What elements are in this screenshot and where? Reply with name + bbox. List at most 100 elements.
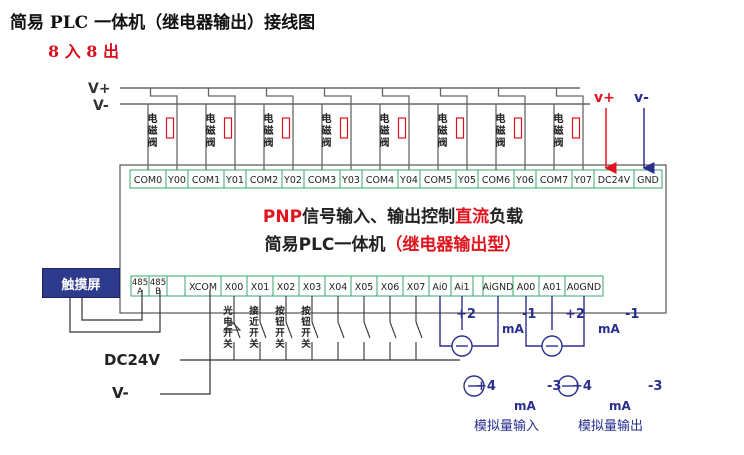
top-terminal-label: COM7 xyxy=(540,175,568,186)
valve-label: 电 xyxy=(438,112,448,125)
panel-heading-2: 简易PLC一体机（继电器输出型） xyxy=(120,230,666,255)
v-plus-label: V+ xyxy=(88,81,111,97)
panel-heading-2b: （继电器输出型） xyxy=(385,235,522,255)
top-terminal-label: COM2 xyxy=(250,175,278,186)
switch-contact-icon xyxy=(285,321,293,339)
bottom-terminal-label: A xyxy=(137,287,143,297)
valve-label: 磁 xyxy=(148,124,158,137)
analog-in-minus3: -3 xyxy=(547,379,561,394)
top-terminal-label: GND xyxy=(637,175,659,186)
analog-output-caption: 模拟量输出 xyxy=(578,418,643,434)
valve-coil-icon xyxy=(223,117,233,139)
bottom-terminal-label: X07 xyxy=(407,282,426,293)
panel-heading-1: PNP信号输入、输出控制直流负载 xyxy=(120,202,666,227)
input-device-label: 电 xyxy=(223,316,233,328)
valve-coil-icon xyxy=(455,117,465,139)
panel-heading-1c: 负载 xyxy=(489,207,524,227)
switch-contact-icon xyxy=(311,321,319,339)
input-device-label: 关 xyxy=(249,338,259,350)
valve-coil-icon xyxy=(281,117,291,139)
analog-in-minus: -1 xyxy=(522,307,536,322)
bottom-terminal-label: X01 xyxy=(251,282,270,293)
input-device-label: 近 xyxy=(249,316,259,328)
input-common-wiring xyxy=(160,290,460,395)
valve-coil-icon xyxy=(339,117,349,139)
input-device-label: 钮 xyxy=(275,316,285,328)
touch-screen-wiring xyxy=(69,290,161,333)
v-minus-label: V- xyxy=(93,98,109,114)
bottom-terminal-label: 485 xyxy=(132,278,148,288)
valve-label: 电 xyxy=(554,112,564,125)
bottom-terminal-label: 485 xyxy=(150,278,166,288)
bottom-terminal-label: A01 xyxy=(543,282,562,293)
valve-label: 磁 xyxy=(496,124,506,137)
top-terminal-label: Y06 xyxy=(515,175,534,186)
analog-section xyxy=(439,296,585,397)
input-device-label: 关 xyxy=(275,338,285,350)
page-subtitle: 8 入 8 出 xyxy=(48,42,119,61)
input-device-label: 关 xyxy=(223,338,233,350)
analog-out-plus4: +4 xyxy=(572,379,592,394)
switch-contact-icon xyxy=(389,321,397,339)
top-terminal-label: COM3 xyxy=(308,175,336,186)
panel-heading-1b: 直流 xyxy=(455,207,490,227)
top-terminal-label: COM5 xyxy=(424,175,452,186)
valve-label: 电 xyxy=(148,112,158,125)
touch-screen: 触摸屏 xyxy=(42,268,120,298)
pnp-label: PNP xyxy=(262,207,303,227)
ma-label-3: mA xyxy=(514,399,537,413)
top-terminal-label: DC24V xyxy=(598,175,631,186)
top-terminal-label: Y05 xyxy=(457,175,476,186)
analog-out-plus: +2 xyxy=(565,307,585,322)
valve-label: 电 xyxy=(380,112,390,125)
valve-label: 阀 xyxy=(438,136,448,149)
bottom-terminal xyxy=(472,275,484,297)
top-terminal-label: COM6 xyxy=(482,175,510,186)
bottom-terminal-label: X04 xyxy=(329,282,348,293)
bottom-terminal-label: A00 xyxy=(517,282,536,293)
top-terminal-label: Y02 xyxy=(283,175,302,186)
switch-contact-icon xyxy=(363,321,371,339)
top-terminal-label: COM4 xyxy=(366,175,394,186)
supply-rails xyxy=(120,87,590,105)
valve-coil-icon xyxy=(571,117,581,139)
valve-label: 磁 xyxy=(438,124,448,137)
v-minus-right-label: v- xyxy=(634,90,649,106)
v-plus-right-label: v+ xyxy=(594,90,615,106)
ma-label-1: mA xyxy=(502,322,525,336)
top-terminal-label: Y03 xyxy=(341,175,360,186)
valve-coil-icon xyxy=(165,117,175,139)
bottom-terminal xyxy=(166,275,186,297)
top-terminal-label: Y00 xyxy=(167,175,186,186)
switch-contact-icon xyxy=(415,321,423,339)
analog-out-minus: -1 xyxy=(625,307,639,322)
valve-label: 阀 xyxy=(380,136,390,149)
valve-label: 阀 xyxy=(206,136,216,149)
valve-label: 阀 xyxy=(496,136,506,149)
top-terminal-label: Y04 xyxy=(399,175,418,186)
valve-label: 磁 xyxy=(322,124,332,137)
analog-in-plus4: +4 xyxy=(476,379,496,394)
valve-label: 电 xyxy=(264,112,274,125)
input-device-label: 开 xyxy=(275,328,285,339)
panel-heading-1a: 信号输入、输出控制 xyxy=(302,207,456,227)
v-minus-bottom-label: V- xyxy=(112,384,129,402)
valve-label: 磁 xyxy=(206,124,216,137)
valve-label: 阀 xyxy=(148,136,158,149)
analog-in-plus: +2 xyxy=(456,307,476,322)
bottom-terminal-label: Ai0 xyxy=(432,282,447,293)
bottom-terminal-label: B xyxy=(155,287,161,297)
dc24v-label: DC24V xyxy=(104,351,160,369)
valve-label: 阀 xyxy=(554,136,564,149)
panel-heading-2a: 简易PLC一体机 xyxy=(264,235,386,255)
bottom-terminal-label: Ai1 xyxy=(454,282,469,293)
top-terminal-label: COM0 xyxy=(134,175,162,186)
analog-input-caption: 模拟量输入 xyxy=(474,418,539,434)
bottom-terminal-label: X02 xyxy=(277,282,296,293)
valve-label: 磁 xyxy=(264,124,274,137)
bottom-terminal-label: X00 xyxy=(225,282,244,293)
top-terminal-label: COM1 xyxy=(192,175,220,186)
